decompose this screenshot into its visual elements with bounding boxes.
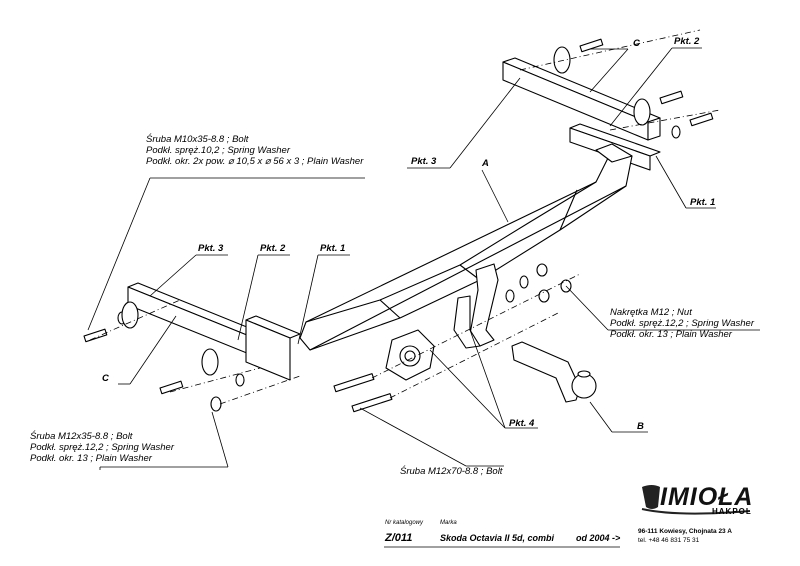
note-nut-m12: Nakrętka M12 ; Nut Podkł. spręż.12,2 ; S… [610, 307, 754, 340]
catalog-number: Z/011 [385, 532, 413, 544]
plate-c-top [502, 57, 661, 141]
note-bolt-m12x35-line-1: Śruba M12x35-8.8 ; Bolt [30, 431, 133, 442]
imiola-logo-mark [641, 485, 751, 515]
logo-text: IMIOŁA [660, 483, 754, 511]
note-bolt-m12x70: Śruba M12x70-8.8 ; Bolt [400, 466, 503, 477]
vehicle-model: Skoda Octavia II 5d, combi [440, 533, 555, 543]
socket-plate [385, 329, 435, 381]
bolt-set-center [333, 263, 572, 413]
bolt-set-top-right [553, 38, 714, 139]
part-label-b: B [637, 421, 644, 432]
bolt-set-left [83, 301, 245, 412]
note-bolt-m12x35-line-2: Podkł. spręż.12,2 ; Spring Washer [30, 442, 174, 453]
note-bolt-m10-line-2: Podkł. spręż.10,2 ; Spring Washer [146, 145, 290, 156]
company-phone: tel. +48 46 831 75 31 [638, 537, 700, 544]
tow-ball-b [511, 341, 597, 403]
logo-subtitle: HAKPOL [712, 507, 752, 516]
point-3-left: Pkt. 3 [198, 243, 224, 254]
note-nut-m12-line-3: Podkł. okr. 13 ; Plain Washer [610, 329, 732, 340]
company-address: 96-111 Kowiesy, Chojnata 23 A [638, 528, 732, 535]
point-1-right: Pkt. 1 [690, 197, 716, 208]
note-bolt-m10: Śruba M10x35-8.8 ; Bolt Podkł. spręż.10,… [146, 134, 363, 167]
part-label-c-top: C [633, 38, 640, 49]
point-2-left: Pkt. 2 [260, 243, 286, 254]
brand-caption: Marka [440, 520, 457, 526]
catalog-caption: Nr katalogowy [385, 520, 424, 526]
point-1-left: Pkt. 1 [320, 243, 346, 254]
point-3-top: Pkt. 3 [411, 156, 437, 167]
note-nut-m12-line-1: Nakrętka M12 ; Nut [610, 307, 692, 318]
bracket-left [245, 315, 301, 381]
production-date: od 2004 -> [576, 533, 621, 543]
part-label-c-left: C [102, 373, 109, 384]
note-bolt-m12x35: Śruba M12x35-8.8 ; Bolt Podkł. spręż.12,… [30, 431, 174, 464]
part-label-a: A [482, 158, 489, 169]
note-bolt-m10-line-3: Podkł. okr. 2x pow. ⌀ 10,5 x ⌀ 56 x 3 ; … [146, 156, 364, 167]
note-bolt-m12x35-line-3: Podkł. okr. 13 ; Plain Washer [30, 453, 152, 464]
point-2-top: Pkt. 2 [674, 36, 700, 47]
crossbar-a [299, 143, 633, 351]
point-4: Pkt. 4 [509, 418, 535, 429]
note-nut-m12-line-2: Podkł. spręż.12,2 ; Spring Washer [610, 318, 754, 329]
callout-lines [87, 47, 760, 470]
note-bolt-m10-line-1: Śruba M10x35-8.8 ; Bolt [146, 134, 249, 145]
